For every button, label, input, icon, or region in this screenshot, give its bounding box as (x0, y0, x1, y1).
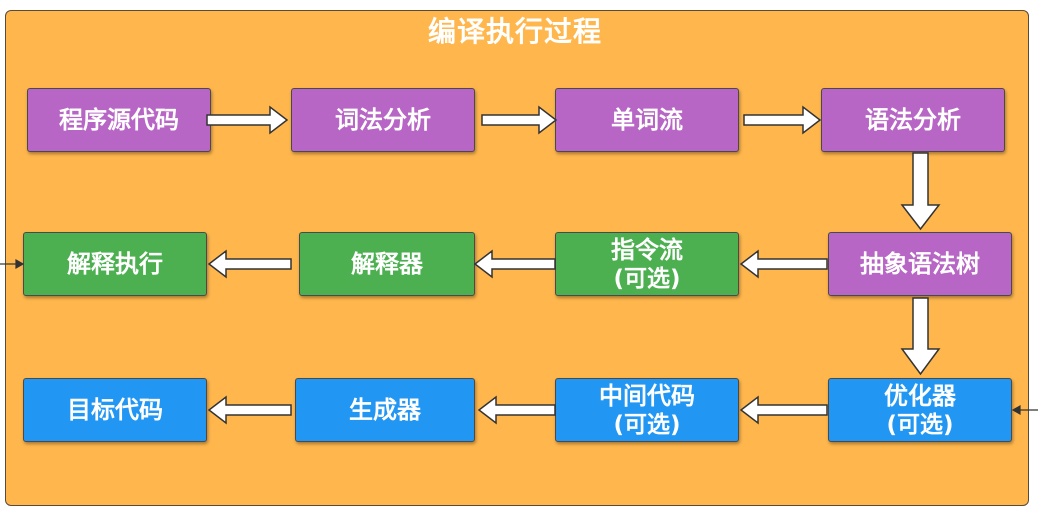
node-instruction-stream-note: (可选) (613, 266, 681, 292)
arrow-token-to-syntax (743, 105, 822, 135)
node-interpret-execute: 解释执行 (23, 232, 207, 296)
node-target-code: 目标代码 (23, 378, 207, 442)
node-ast: 抽象语法树 (828, 232, 1012, 296)
node-source-code: 程序源代码 (27, 88, 211, 152)
diagram-title: 编译执行过程 (427, 15, 602, 48)
arrow-interpreter-to-execute (207, 249, 292, 279)
node-instruction-stream: 指令流 (可选) (555, 232, 739, 296)
arrow-ast-to-instruction (739, 249, 828, 279)
arrow-optimizer-to-intermediate (739, 395, 828, 425)
node-lexical-analysis-label: 词法分析 (335, 106, 431, 134)
node-intermediate-code-label: 中间代码 (599, 382, 695, 410)
node-interpreter-label: 解释器 (351, 250, 423, 278)
node-ast-label: 抽象语法树 (860, 250, 980, 278)
arrow-ast-to-optimizer (900, 297, 941, 376)
node-optimizer-label: 优化器 (884, 382, 956, 410)
node-instruction-stream-label: 指令流 (611, 236, 683, 264)
arrow-lexical-to-token (481, 105, 558, 135)
node-syntax-analysis: 语法分析 (821, 88, 1005, 152)
connector-right-head (1011, 404, 1021, 416)
node-optimizer: 优化器 (可选) (828, 378, 1012, 442)
node-token-stream: 单词流 (555, 88, 739, 152)
node-interpreter: 解释器 (299, 232, 475, 296)
node-syntax-analysis-label: 语法分析 (865, 106, 961, 134)
arrow-syntax-to-ast (900, 152, 941, 231)
node-optimizer-note: (可选) (886, 412, 954, 438)
arrow-generator-to-target (207, 395, 292, 425)
arrow-instruction-to-interpreter (473, 249, 556, 279)
node-lexical-analysis: 词法分析 (291, 88, 475, 152)
node-target-code-label: 目标代码 (67, 396, 163, 424)
node-generator: 生成器 (295, 378, 475, 442)
node-token-stream-label: 单词流 (611, 106, 683, 134)
node-interpret-execute-label: 解释执行 (67, 250, 163, 278)
node-generator-label: 生成器 (349, 396, 421, 424)
node-source-code-label: 程序源代码 (59, 106, 179, 134)
node-intermediate-code: 中间代码 (可选) (555, 378, 739, 442)
arrow-source-to-lexical (206, 105, 289, 135)
connector-left-head (15, 258, 25, 270)
arrow-intermediate-to-generator (477, 395, 556, 425)
node-intermediate-code-note: (可选) (613, 412, 681, 438)
